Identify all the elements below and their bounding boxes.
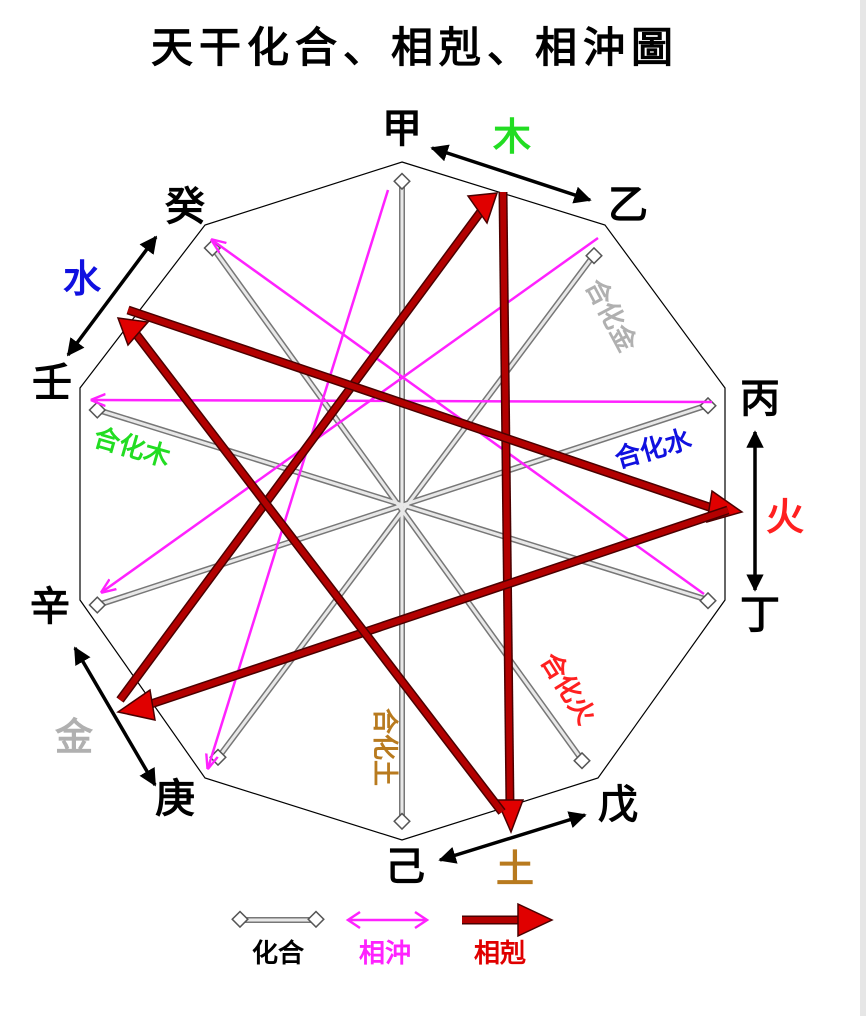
element-metal: 金 — [54, 714, 94, 759]
stem-jia: 甲 — [382, 105, 422, 152]
page-title: 天干化合、相剋、相沖圖 — [151, 23, 679, 72]
arrow-geng-xin — [73, 646, 157, 787]
element-pair-arrows — [66, 144, 764, 864]
stem-wu: 戊 — [598, 781, 638, 828]
legend-clash-label: 相沖 — [359, 939, 411, 969]
element-earth: 土 — [496, 846, 534, 891]
stem-xin: 辛 — [30, 583, 70, 630]
stem-gui: 癸 — [165, 183, 205, 230]
stem-yi: 乙 — [608, 181, 648, 228]
element-fire: 火 — [766, 494, 804, 539]
legend-combine-label: 化合 — [252, 938, 305, 969]
svg-text:合化火: 合化火 — [534, 647, 602, 730]
arrow-jia-yi — [430, 144, 592, 204]
control-arrow-jia-wu — [495, 191, 525, 834]
clash-line-yi-xin — [102, 236, 599, 592]
stem-bing: 丙 — [740, 375, 780, 422]
svg-text:合化金: 合化金 — [579, 274, 643, 358]
scrollbar-edge — [860, 0, 866, 1016]
control-arrow-ren-bing — [126, 305, 744, 524]
element-wood: 木 — [493, 114, 531, 159]
arrow-wu-ji — [438, 811, 587, 864]
svg-text:合化土: 合化土 — [369, 708, 400, 786]
note-fire: 合化火 — [534, 647, 602, 730]
legend: 化合 相沖 相剋 — [231, 902, 554, 969]
stem-ren: 壬 — [32, 359, 72, 406]
legend-control-swatch — [462, 902, 554, 938]
legend-control-label: 相剋 — [474, 939, 526, 969]
note-earth: 合化土 — [369, 708, 400, 786]
legend-clash-swatch — [345, 910, 430, 930]
clash-line-ding-gui — [212, 240, 705, 596]
stem-geng: 庚 — [155, 775, 195, 822]
stem-ji: 己 — [385, 843, 425, 890]
note-metal: 合化金 — [579, 274, 643, 358]
control-arrow-geng-jia — [116, 192, 499, 703]
element-water: 水 — [63, 256, 102, 301]
arrow-ren-gui — [66, 235, 158, 357]
legend-combine-swatch — [231, 910, 325, 929]
stem-ding: 丁 — [740, 591, 780, 638]
